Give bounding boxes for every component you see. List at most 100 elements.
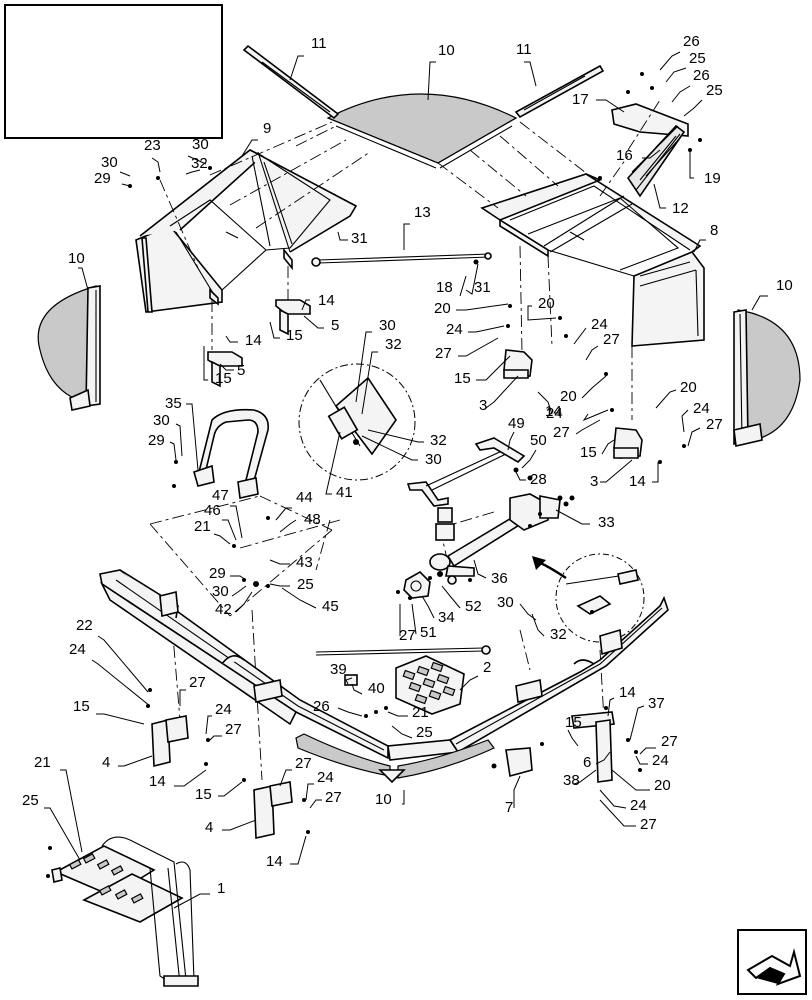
- callout-number: 36: [491, 570, 508, 587]
- callout-number: 32: [385, 336, 402, 353]
- rotation-arrow-icon: [537, 560, 567, 580]
- right-mount-bracket-lower: [613, 427, 643, 459]
- callout-number: 15: [73, 698, 90, 715]
- callout-number: 25: [297, 576, 314, 593]
- callout-number: 45: [322, 598, 339, 615]
- title-block-frame: [4, 4, 223, 139]
- callout-number: 24: [630, 797, 647, 814]
- callout-number: 32: [430, 432, 447, 449]
- callout-number: 20: [560, 388, 577, 405]
- callout-number: 24: [215, 701, 232, 718]
- callout-number: 27: [553, 424, 570, 441]
- callout-number: 14: [318, 292, 335, 309]
- callout-number: 26: [693, 67, 710, 84]
- right-side-cover-panel: [733, 309, 801, 447]
- right-seal-strip: [514, 64, 605, 119]
- callout-number: 28: [530, 471, 547, 488]
- callout-number: 8: [710, 222, 718, 239]
- support-rod: [311, 252, 492, 267]
- right-lower-leg-bracket: [571, 711, 615, 783]
- callout-number: 29: [209, 565, 226, 582]
- callout-number: 19: [704, 170, 721, 187]
- step-mount-bar: [315, 645, 491, 656]
- left-lower-leg-bracket-2: [253, 781, 293, 839]
- callout-number: 33: [598, 514, 615, 531]
- callout-number: 24: [591, 316, 608, 333]
- control-hardware-group: [513, 467, 575, 528]
- callout-number: 9: [263, 120, 271, 137]
- callout-number: 21: [412, 704, 429, 721]
- callout-number: 5: [331, 317, 339, 334]
- callout-number: 25: [689, 50, 706, 67]
- callout-number: 2: [483, 659, 491, 676]
- callout-number: 21: [34, 754, 51, 771]
- pivot-bracket: [396, 571, 472, 600]
- left-side-cover-panel: [37, 285, 101, 411]
- next-page-arrow-icon[interactable]: [737, 929, 807, 995]
- callout-number: 27: [325, 789, 342, 806]
- callout-number: 17: [572, 91, 589, 108]
- callout-number: 15: [580, 444, 597, 461]
- callout-number: 23: [144, 137, 161, 154]
- callout-number: 6: [583, 754, 591, 771]
- callout-number: 27: [661, 733, 678, 750]
- assembly-centerlines-middle: [149, 495, 605, 781]
- lower-cover-panel: [295, 733, 495, 784]
- left-seal-strip: [242, 44, 340, 120]
- callout-number: 12: [672, 200, 689, 217]
- callout-number: 3: [479, 397, 487, 414]
- callout-number: 42: [215, 601, 232, 618]
- callout-number: 43: [296, 554, 313, 571]
- callout-number: 5: [237, 362, 245, 379]
- callout-number: 34: [438, 609, 455, 626]
- callout-number: 20: [538, 295, 555, 312]
- callout-number: 39: [330, 661, 347, 678]
- callout-number: 26: [683, 33, 700, 50]
- control-linkage: [406, 437, 526, 541]
- callout-number: 14: [629, 473, 646, 490]
- callout-number: 14: [545, 403, 562, 420]
- small-plate: [344, 674, 358, 686]
- callout-number: 15: [215, 370, 232, 387]
- callout-number: 3: [590, 473, 598, 490]
- callout-number: 30: [192, 136, 209, 153]
- left-mount-bracket-upper: [275, 299, 311, 336]
- callout-number: 20: [654, 777, 671, 794]
- fastener-dots: [128, 72, 702, 834]
- hinge-detail-view: [298, 363, 416, 481]
- callout-number: 27: [295, 755, 312, 772]
- callout-number: 24: [317, 769, 334, 786]
- callout-leaders: [44, 51, 768, 909]
- callout-number: 16: [616, 147, 633, 164]
- top-cover-panel: [326, 93, 518, 169]
- left-lower-leg-bracket: [151, 715, 189, 768]
- callout-number: 14: [149, 773, 166, 790]
- callout-number: 30: [101, 154, 118, 171]
- bottom-bracket-7: [491, 747, 533, 778]
- callout-number: 27: [435, 345, 452, 362]
- callout-number: 10: [375, 791, 392, 808]
- callout-number: 27: [706, 416, 723, 433]
- callout-number: 15: [195, 786, 212, 803]
- callout-number: 18: [436, 279, 453, 296]
- callout-number: 30: [379, 317, 396, 334]
- callout-number: 4: [205, 819, 213, 836]
- callout-number: 30: [153, 412, 170, 429]
- lower-frame: [99, 569, 669, 761]
- callout-number: 25: [22, 792, 39, 809]
- callout-number: 25: [706, 82, 723, 99]
- callout-number: 27: [603, 331, 620, 348]
- callout-number: 32: [550, 626, 567, 643]
- callout-number: 29: [94, 170, 111, 187]
- callout-number: 49: [508, 415, 525, 432]
- callout-number: 10: [438, 42, 455, 59]
- callout-number: 44: [296, 489, 313, 506]
- left-window-frame: [135, 149, 358, 313]
- callout-number: 10: [776, 277, 793, 294]
- callout-number: 11: [516, 41, 532, 58]
- callout-number: 40: [368, 680, 385, 697]
- grab-handle: [193, 408, 270, 499]
- callout-number: 26: [313, 698, 330, 715]
- callout-number: 41: [336, 484, 353, 501]
